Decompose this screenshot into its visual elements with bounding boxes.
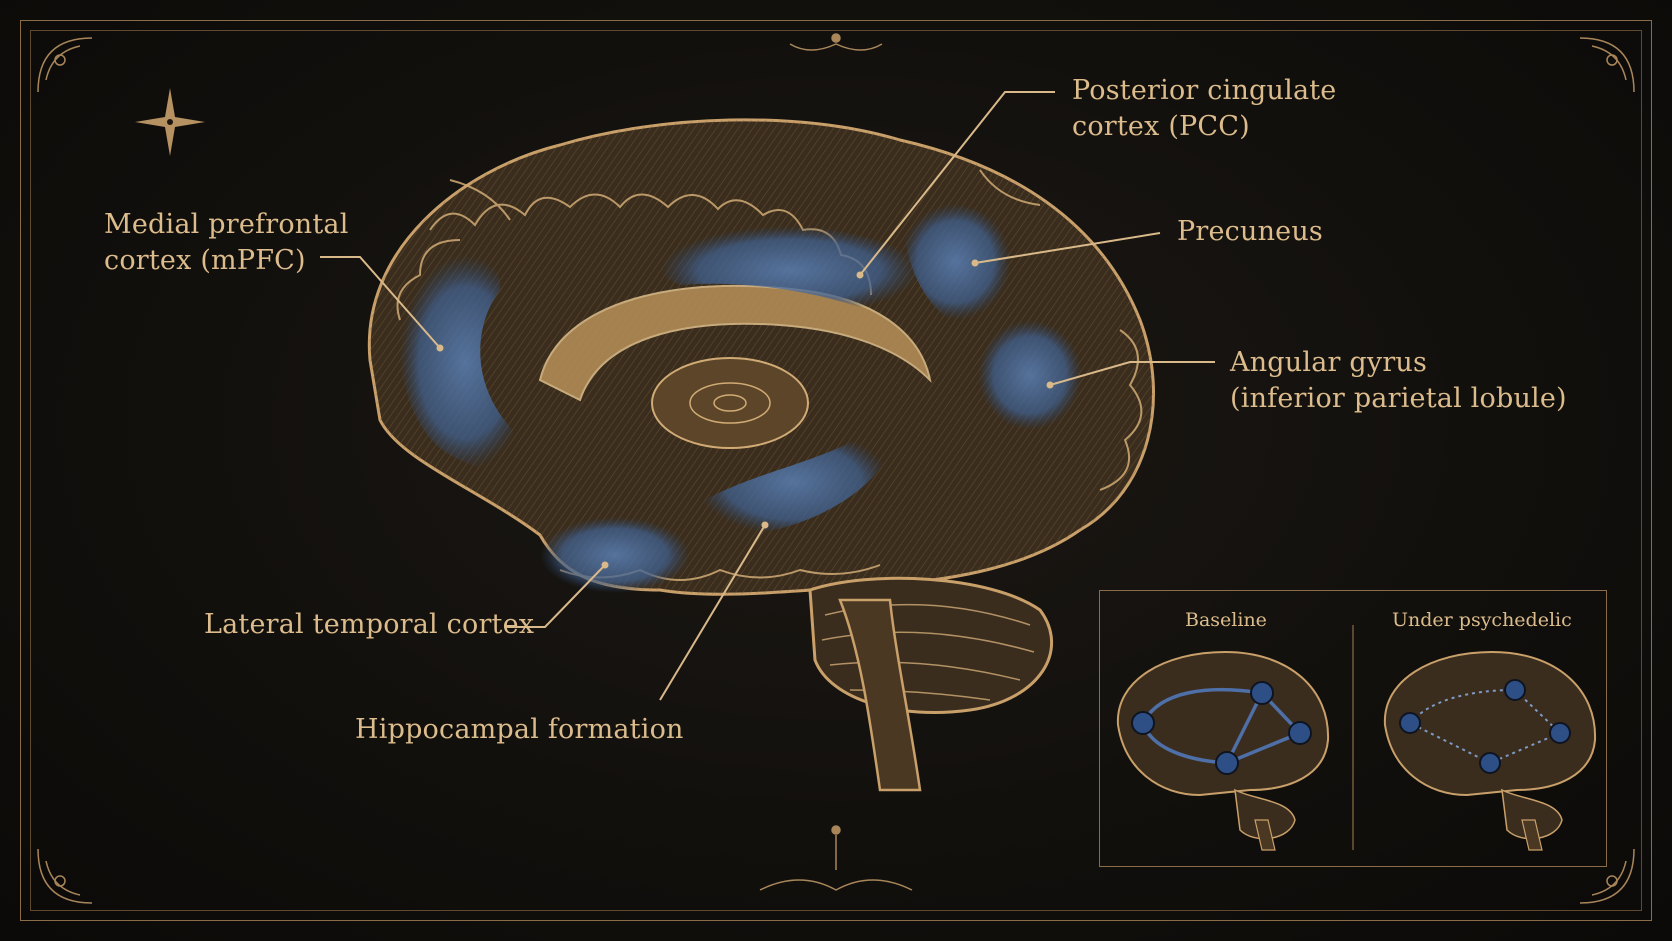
label-precuneus: Precuneus bbox=[1177, 216, 1323, 247]
label-angular-gyrus: Angular gyrus (inferior parietal lobule) bbox=[1230, 347, 1567, 414]
inset-baseline-brain bbox=[1116, 650, 1330, 851]
psychedelic-nodes bbox=[1399, 679, 1571, 774]
compass-star-icon bbox=[135, 88, 205, 156]
cerebellum bbox=[808, 576, 1053, 714]
label-lateral-temporal: Lateral temporal cortex bbox=[204, 609, 535, 640]
corner-flourish-icon bbox=[37, 37, 1635, 904]
region-lateral-temporal bbox=[540, 517, 690, 593]
region-precuneus bbox=[900, 203, 1011, 320]
comparison-inset bbox=[1099, 590, 1607, 867]
region-hippocampal bbox=[694, 428, 891, 536]
inset-title-psychedelic: Under psychedelic bbox=[1392, 609, 1572, 631]
fleur-ornament-icon bbox=[759, 33, 913, 891]
region-mpfc bbox=[399, 254, 532, 471]
thalamus bbox=[651, 357, 809, 449]
leader-dots bbox=[436, 259, 1054, 569]
region-pcc bbox=[659, 225, 920, 316]
inset-title-baseline: Baseline bbox=[1185, 609, 1267, 631]
label-pcc: Posterior cingulate cortex (PCC) bbox=[1072, 75, 1337, 142]
label-mpfc: Medial prefrontal cortex (mPFC) bbox=[104, 209, 349, 276]
baseline-nodes bbox=[1131, 681, 1312, 775]
label-hippocampal: Hippocampal formation bbox=[355, 714, 684, 745]
corpus-callosum bbox=[538, 284, 932, 402]
leader-lines bbox=[320, 91, 1215, 701]
brainstem bbox=[838, 598, 922, 792]
inset-psychedelic-brain bbox=[1383, 650, 1597, 851]
dmn-regions bbox=[399, 203, 1082, 593]
region-angular bbox=[978, 320, 1082, 430]
